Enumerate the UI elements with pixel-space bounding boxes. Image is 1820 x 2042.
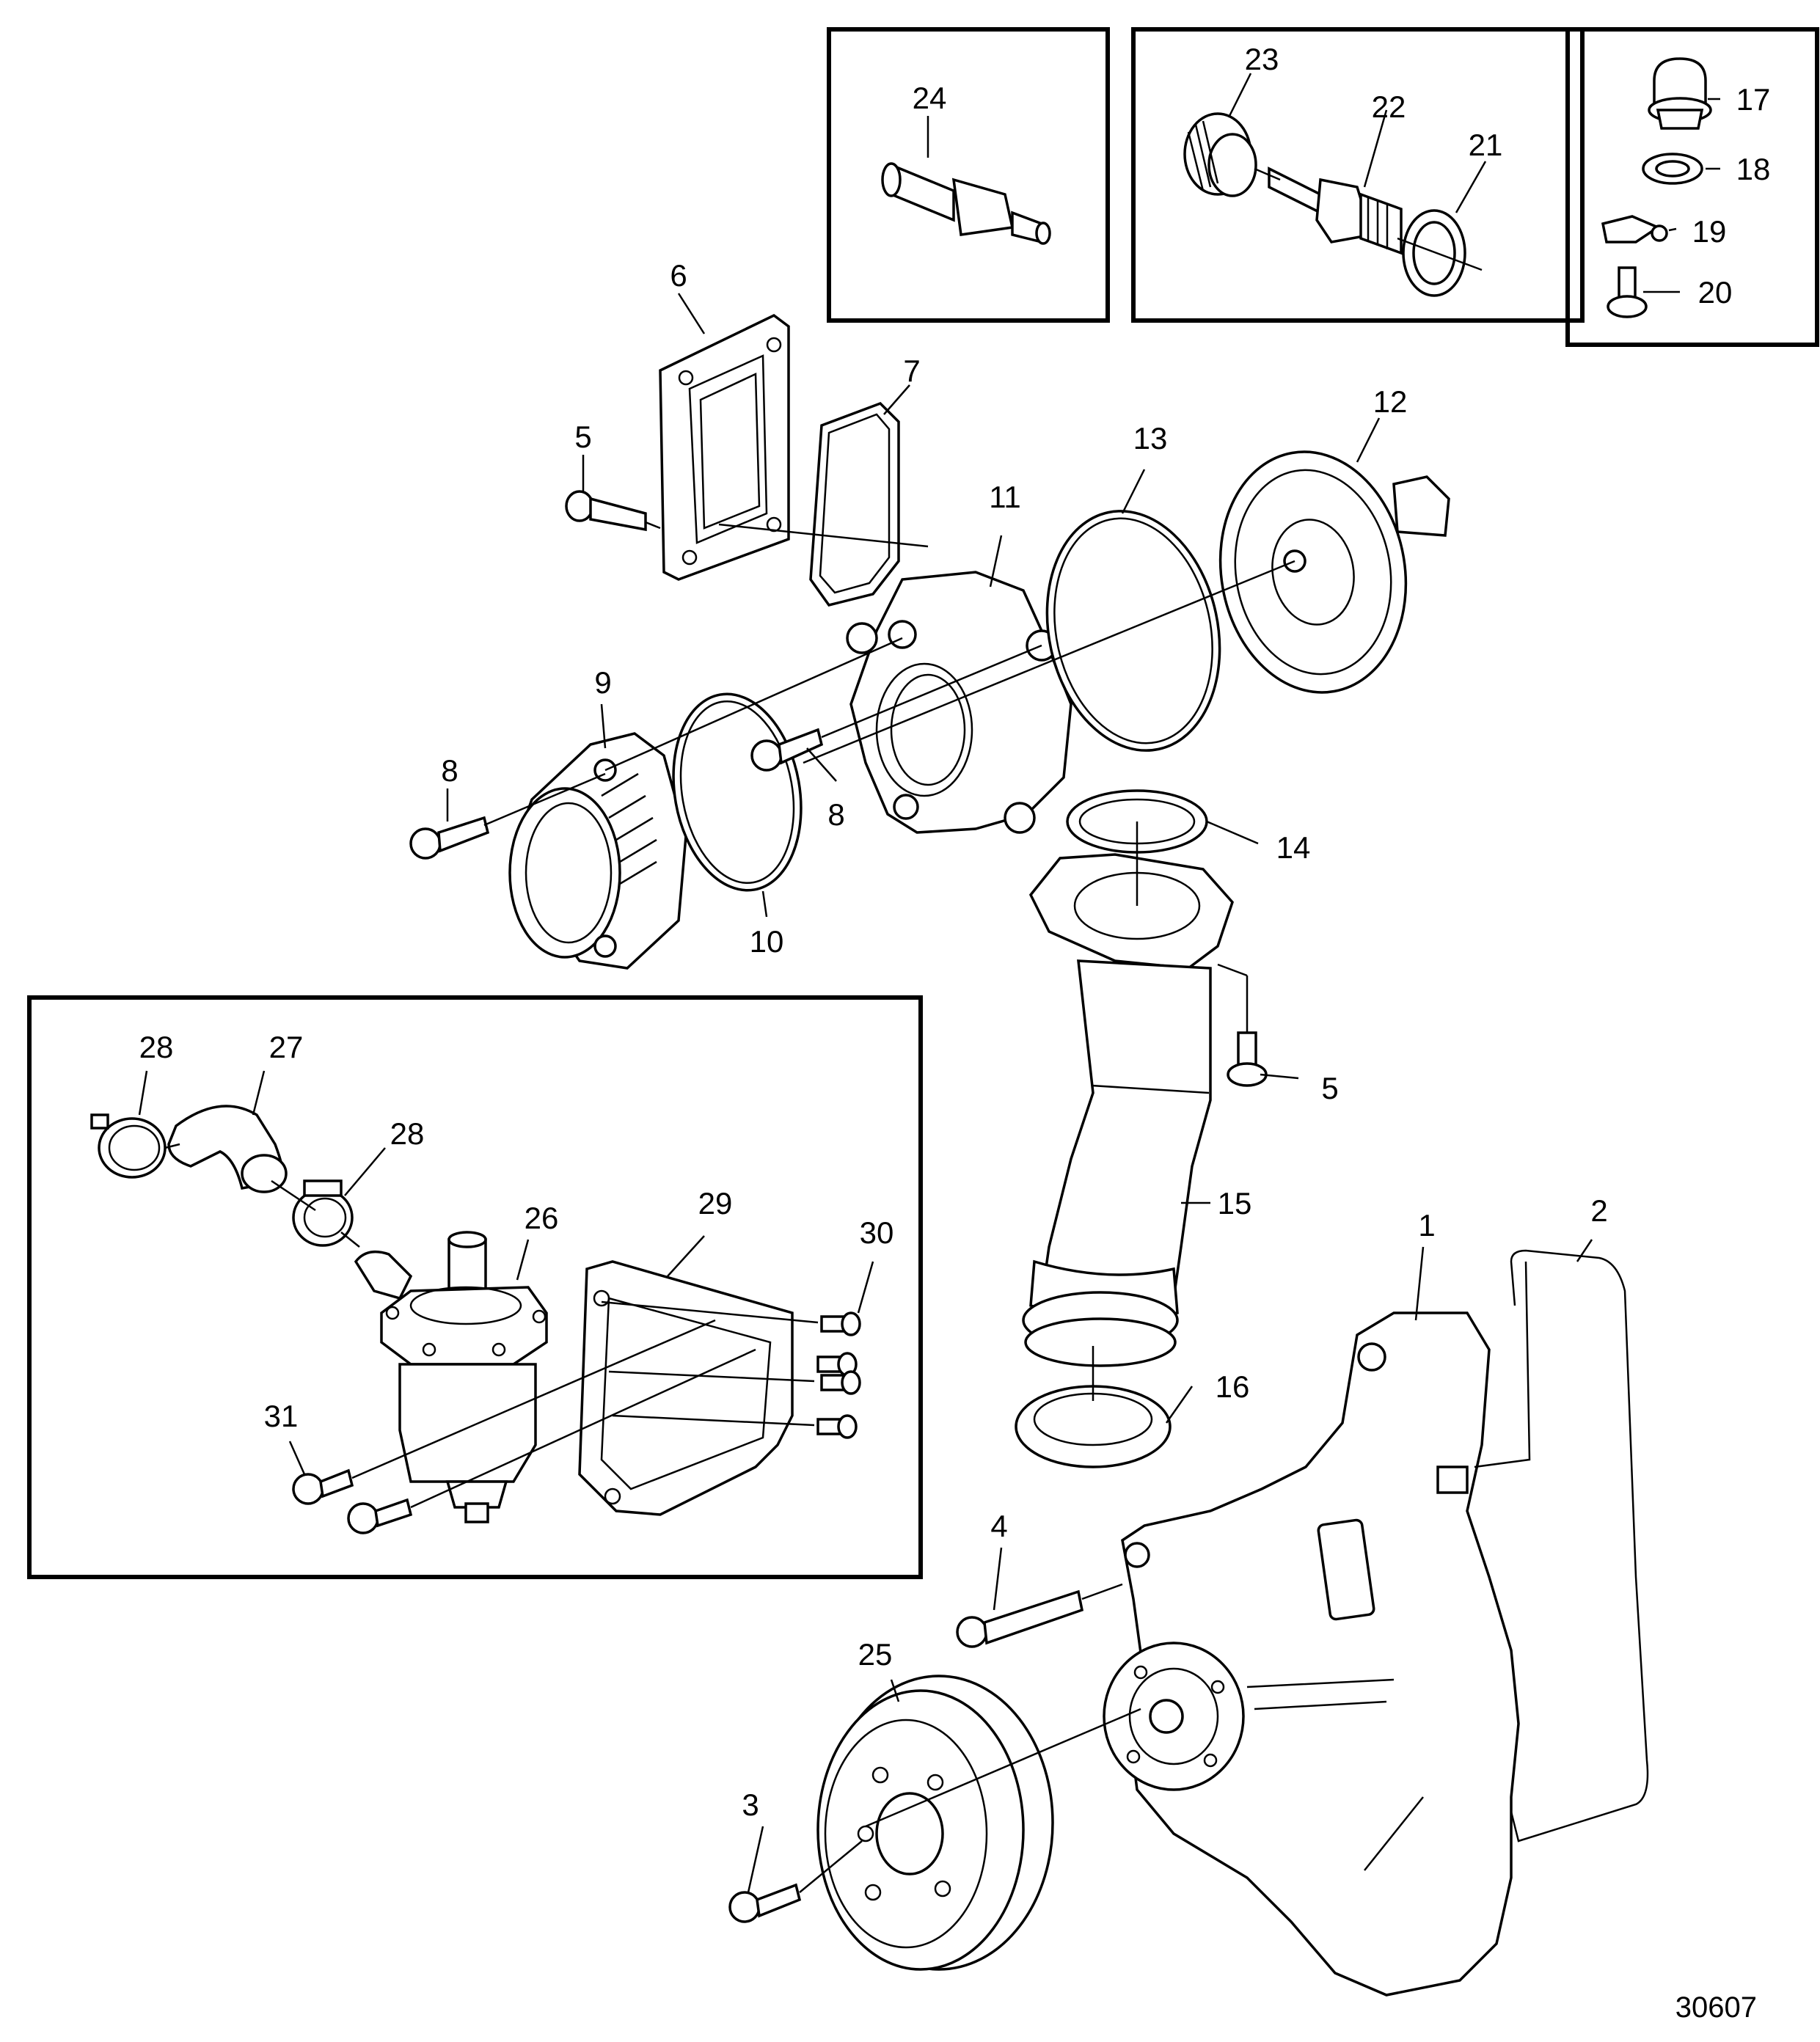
bolt-icon xyxy=(820,1311,861,1336)
bracket-icon xyxy=(578,1260,794,1516)
callout-11: 11 xyxy=(989,480,1021,514)
bolt-icon xyxy=(565,490,647,532)
callout-22: 22 xyxy=(1372,89,1406,124)
inset-box-24 xyxy=(827,27,1110,323)
callout-12: 12 xyxy=(1373,384,1408,419)
callout-9: 9 xyxy=(594,665,611,700)
callout-6: 6 xyxy=(670,258,687,293)
pump-icon xyxy=(354,1231,548,1523)
hose-icon xyxy=(167,1105,288,1193)
callout-18: 18 xyxy=(1736,152,1771,186)
adapter-sleeve-icon xyxy=(1183,112,1257,197)
callout-28b: 28 xyxy=(390,1116,425,1151)
callout-17: 17 xyxy=(1736,82,1771,117)
callout-25: 25 xyxy=(858,1637,893,1672)
union-fitting-icon xyxy=(1268,166,1403,255)
bolt-icon xyxy=(292,1468,354,1505)
callout-8a: 8 xyxy=(441,753,458,788)
bolt-icon xyxy=(728,1883,802,1923)
bolt-icon xyxy=(1607,266,1648,318)
bolt-icon xyxy=(816,1352,858,1377)
outlet-flange-icon xyxy=(508,732,687,970)
gasket-icon xyxy=(1474,1249,1649,1842)
cover-plate-icon xyxy=(659,313,790,581)
washer-icon xyxy=(1642,153,1703,185)
coolant-pipe-icon xyxy=(1022,853,1234,1367)
callout-3: 3 xyxy=(742,1787,759,1822)
callout-24: 24 xyxy=(913,81,947,115)
callout-27: 27 xyxy=(269,1030,304,1064)
callout-10: 10 xyxy=(750,924,784,959)
bolt-icon xyxy=(409,816,490,860)
bolt-icon xyxy=(816,1414,858,1439)
bolt-icon xyxy=(1227,1031,1268,1087)
nipple-icon xyxy=(881,162,1051,245)
callout-8b: 8 xyxy=(827,797,844,832)
callout-29: 29 xyxy=(698,1186,733,1221)
callout-labels: 1 2 3 4 5 5 6 7 8 8 9 10 11 12 13 14 15 … xyxy=(139,42,1771,1822)
callout-2: 2 xyxy=(1590,1193,1607,1228)
cap-icon xyxy=(1648,57,1712,130)
callout-15: 15 xyxy=(1218,1186,1252,1221)
bolt-icon xyxy=(956,1589,1084,1648)
callout-13: 13 xyxy=(1133,421,1168,455)
inset-box-21-23 xyxy=(1131,27,1585,323)
o-ring-icon xyxy=(1045,510,1221,752)
callout-14: 14 xyxy=(1276,830,1311,865)
callout-23: 23 xyxy=(1245,42,1279,76)
callout-31: 31 xyxy=(264,1399,299,1433)
figure-reference-number: 30607 xyxy=(1675,1991,1757,2024)
callout-7: 7 xyxy=(903,354,920,388)
clip-icon xyxy=(1601,215,1668,244)
callout-5a: 5 xyxy=(574,420,591,454)
callout-16: 16 xyxy=(1216,1369,1250,1404)
inset-box-26-31 xyxy=(27,995,923,1579)
callout-1: 1 xyxy=(1418,1208,1435,1243)
thermostat-housing-icon xyxy=(846,571,1072,834)
bolt-icon xyxy=(750,728,824,772)
water-pump-housing-icon xyxy=(1103,1311,1520,1997)
callout-21: 21 xyxy=(1469,128,1503,162)
bolt-icon xyxy=(347,1498,413,1534)
seal-ring-icon xyxy=(1015,1385,1172,1468)
callout-28a: 28 xyxy=(139,1030,174,1064)
leader-lines xyxy=(138,73,1720,1893)
bolt-icon xyxy=(820,1370,861,1395)
hose-clamp-icon xyxy=(292,1179,354,1247)
callout-19: 19 xyxy=(1692,214,1727,249)
pulley-icon xyxy=(816,1675,1054,1971)
hose-clamp-icon xyxy=(90,1113,167,1179)
gasket-icon xyxy=(809,401,900,607)
callout-20: 20 xyxy=(1698,275,1733,310)
thermostat-icon xyxy=(1218,450,1450,694)
callout-5b: 5 xyxy=(1321,1071,1338,1105)
callout-26: 26 xyxy=(525,1201,559,1235)
inset-box-17-20 xyxy=(1565,27,1819,347)
callout-30: 30 xyxy=(860,1215,894,1250)
callout-4: 4 xyxy=(990,1509,1007,1543)
